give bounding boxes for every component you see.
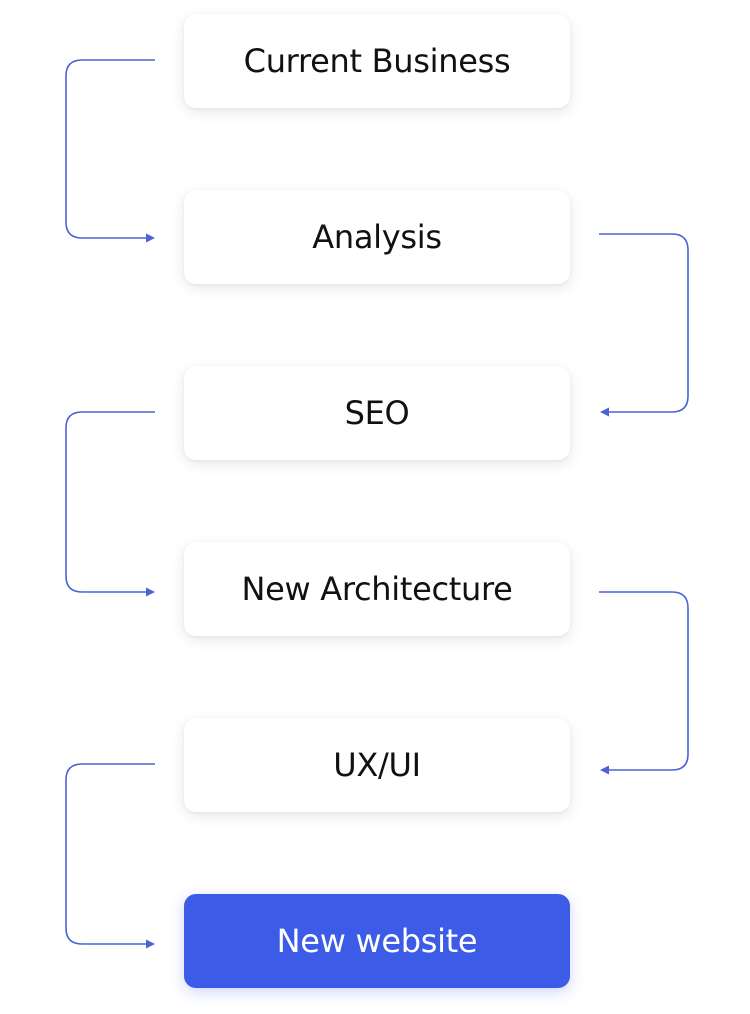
step-label: New Architecture xyxy=(241,570,513,608)
step-analysis: Analysis xyxy=(184,190,570,284)
step-label: UX/UI xyxy=(333,746,421,784)
step-label: Analysis xyxy=(312,218,442,256)
step-seo: SEO xyxy=(184,366,570,460)
step-label: Current Business xyxy=(243,42,511,80)
arrowhead-icon xyxy=(600,765,609,775)
step-ux-ui: UX/UI xyxy=(184,718,570,812)
step-new-architecture: New Architecture xyxy=(184,542,570,636)
arrowhead-icon xyxy=(146,939,155,949)
arrowhead-icon xyxy=(146,587,155,597)
connector-analysis-to-seo xyxy=(599,233,689,413)
connector-new-architecture-to-ux-ui xyxy=(599,591,689,771)
connector-current-business-to-analysis xyxy=(65,59,155,239)
connector-seo-to-new-architecture xyxy=(65,411,155,593)
step-current-business: Current Business xyxy=(184,14,570,108)
step-new-website: New website xyxy=(184,894,570,988)
step-label: SEO xyxy=(344,394,410,432)
arrowhead-icon xyxy=(600,407,609,417)
step-label: New website xyxy=(276,922,478,960)
arrowhead-icon xyxy=(146,233,155,243)
connector-ux-ui-to-new-website xyxy=(65,763,155,945)
